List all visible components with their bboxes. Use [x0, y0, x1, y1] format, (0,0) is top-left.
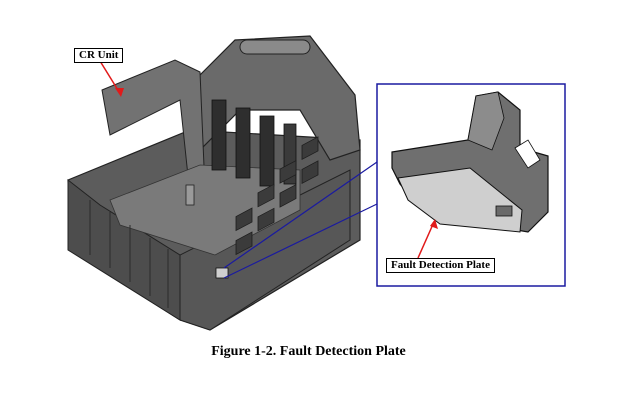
figure-caption: Figure 1-2. Fault Detection Plate — [211, 344, 406, 359]
zoom-connector-lines — [223, 161, 378, 279]
fault-plate-leader — [417, 219, 438, 259]
fault-detection-plate-label: Fault Detection Plate — [386, 258, 495, 273]
fault-detection-plate-detail — [391, 91, 549, 233]
cr-unit-label: CR Unit — [74, 48, 124, 63]
cr-unit-leader — [99, 60, 124, 97]
